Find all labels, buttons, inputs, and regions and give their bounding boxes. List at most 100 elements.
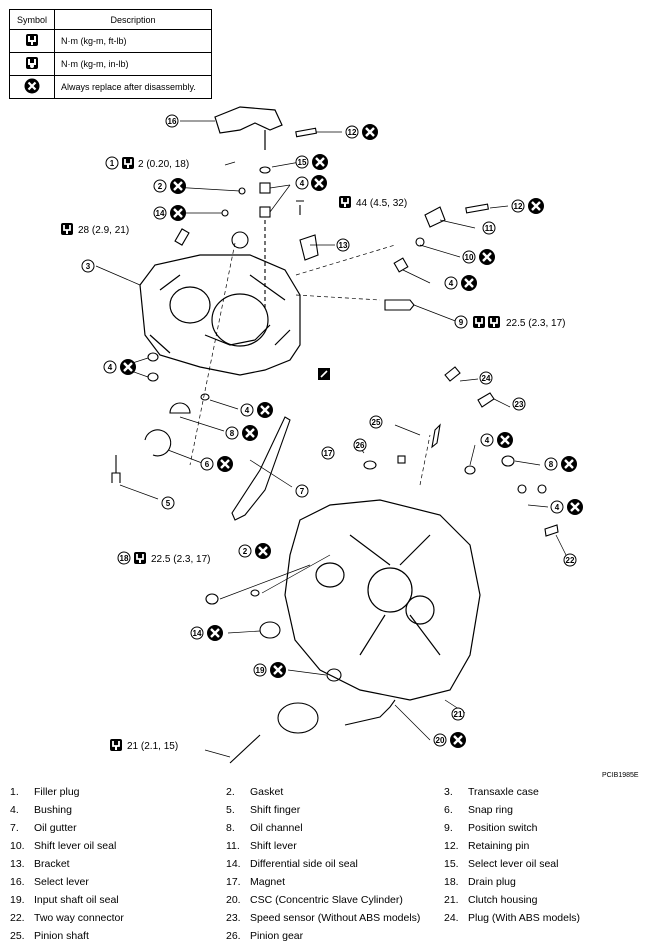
part-name: Retaining pin bbox=[468, 840, 530, 852]
torque-wrench-icon bbox=[9, 29, 55, 53]
sealant-icon bbox=[318, 368, 330, 380]
part-name: Magnet bbox=[250, 876, 286, 888]
callout-12b: 12 bbox=[511, 199, 525, 213]
svg-text:18: 18 bbox=[120, 554, 129, 563]
part-name: Bracket bbox=[34, 858, 70, 870]
callout-20: 20 bbox=[433, 733, 447, 747]
svg-text:44 (4.5, 32): 44 (4.5, 32) bbox=[356, 198, 407, 209]
part-number: 6. bbox=[444, 804, 453, 816]
svg-text:21: 21 bbox=[454, 710, 463, 719]
callout-17: 17 bbox=[321, 446, 335, 460]
svg-text:4: 4 bbox=[300, 179, 305, 188]
svg-text:17: 17 bbox=[324, 449, 333, 458]
callout-3: 3 bbox=[81, 259, 95, 273]
part-name: Speed sensor (Without ABS models) bbox=[250, 912, 421, 924]
part-number: 18. bbox=[444, 876, 459, 888]
svg-text:1: 1 bbox=[110, 159, 115, 168]
svg-text:3: 3 bbox=[86, 262, 91, 271]
part-number: 15. bbox=[444, 858, 459, 870]
svg-text:12: 12 bbox=[514, 202, 523, 211]
svg-text:13: 13 bbox=[339, 241, 348, 250]
part-name: Pinion gear bbox=[250, 930, 304, 942]
legend-row-ftlb: N·m (kg-m, ft-lb) bbox=[54, 29, 212, 53]
callout-2a: 2 bbox=[153, 179, 167, 193]
svg-text:14: 14 bbox=[156, 209, 165, 218]
svg-text:4: 4 bbox=[108, 363, 113, 372]
svg-text:23: 23 bbox=[515, 400, 524, 409]
svg-text:21 (2.1, 15): 21 (2.1, 15) bbox=[127, 741, 178, 752]
callout-21: 21 bbox=[451, 707, 465, 721]
callout-24: 24 bbox=[479, 371, 493, 385]
svg-text:8: 8 bbox=[230, 429, 235, 438]
svg-text:25: 25 bbox=[372, 418, 381, 427]
bolt-torque-callout: 44 (4.5, 32) bbox=[338, 195, 407, 209]
legend-row-inlb: N·m (kg-m, in-lb) bbox=[54, 52, 212, 76]
part-name: Select lever oil seal bbox=[468, 858, 559, 870]
part-name: Shift lever oil seal bbox=[34, 840, 117, 852]
select-lever-drawing bbox=[214, 106, 283, 150]
callout-16: 16 bbox=[165, 114, 179, 128]
svg-text:20: 20 bbox=[436, 736, 445, 745]
callout-4e: 4 bbox=[480, 433, 494, 447]
symbol-legend: Symbol Description N·m (kg-m, ft-lb) N·m… bbox=[9, 9, 212, 99]
part-number: 26. bbox=[226, 930, 241, 942]
part-name: Input shaft oil seal bbox=[34, 894, 119, 906]
part-name: Clutch housing bbox=[468, 894, 538, 906]
callout-4b: 4 bbox=[103, 360, 117, 374]
svg-text:7: 7 bbox=[300, 487, 305, 496]
svg-text:6: 6 bbox=[205, 460, 210, 469]
part-number: 8. bbox=[226, 822, 235, 834]
torque-wrench-inlb-icon bbox=[9, 52, 55, 76]
callout-23: 23 bbox=[512, 397, 526, 411]
callout-7: 7 bbox=[295, 484, 309, 498]
leader-lines bbox=[95, 120, 567, 758]
part-number: 10. bbox=[10, 840, 25, 852]
part-name: Select lever bbox=[34, 876, 89, 888]
svg-text:4: 4 bbox=[555, 503, 560, 512]
callout-12a: 12 bbox=[345, 125, 359, 139]
figure-code: PCIB1985E bbox=[602, 772, 639, 779]
part-name: Transaxle case bbox=[468, 786, 539, 798]
svg-text:12: 12 bbox=[348, 128, 357, 137]
part-number: 21. bbox=[444, 894, 459, 906]
part-number: 16. bbox=[10, 876, 25, 888]
callout-2b: 2 bbox=[238, 544, 252, 558]
callout-4c: 4 bbox=[240, 403, 254, 417]
transaxle-case-drawing bbox=[139, 254, 301, 376]
svg-text:9: 9 bbox=[459, 318, 464, 327]
svg-text:4: 4 bbox=[485, 436, 490, 445]
callout-4a: 4 bbox=[295, 176, 309, 190]
part-name: Shift lever bbox=[250, 840, 297, 852]
callout-13: 13 bbox=[336, 238, 350, 252]
part-name: CSC (Concentric Slave Cylinder) bbox=[250, 894, 403, 906]
svg-text:22: 22 bbox=[566, 556, 575, 565]
svg-text:2: 2 bbox=[158, 182, 163, 191]
callout-11: 11 bbox=[482, 221, 496, 235]
part-number: 4. bbox=[10, 804, 19, 816]
part-number: 2. bbox=[226, 786, 235, 798]
svg-text:26: 26 bbox=[356, 441, 365, 450]
callout-18: 18 bbox=[117, 551, 131, 565]
callout-14b: 14 bbox=[190, 626, 204, 640]
callout-9-torque: 22.5 (2.3, 17) bbox=[506, 318, 565, 329]
part-number: 7. bbox=[10, 822, 19, 834]
svg-text:10: 10 bbox=[465, 253, 474, 262]
callout-4d: 4 bbox=[444, 276, 458, 290]
svg-text:5: 5 bbox=[166, 499, 171, 508]
callout-26: 26 bbox=[353, 438, 367, 452]
part-number: 17. bbox=[226, 876, 241, 888]
svg-text:19: 19 bbox=[256, 666, 265, 675]
callout-1: 1 bbox=[105, 156, 119, 170]
callout-14a: 14 bbox=[153, 206, 167, 220]
callout-1-torque: 2 (0.20, 18) bbox=[138, 159, 189, 170]
part-name: Snap ring bbox=[468, 804, 513, 816]
part-number: 3. bbox=[444, 786, 453, 798]
svg-text:14: 14 bbox=[193, 629, 202, 638]
callout-15: 15 bbox=[295, 155, 309, 169]
part-number: 9. bbox=[444, 822, 453, 834]
replace-x-icon bbox=[9, 75, 55, 99]
part-number: 12. bbox=[444, 840, 459, 852]
svg-text:4: 4 bbox=[245, 406, 250, 415]
